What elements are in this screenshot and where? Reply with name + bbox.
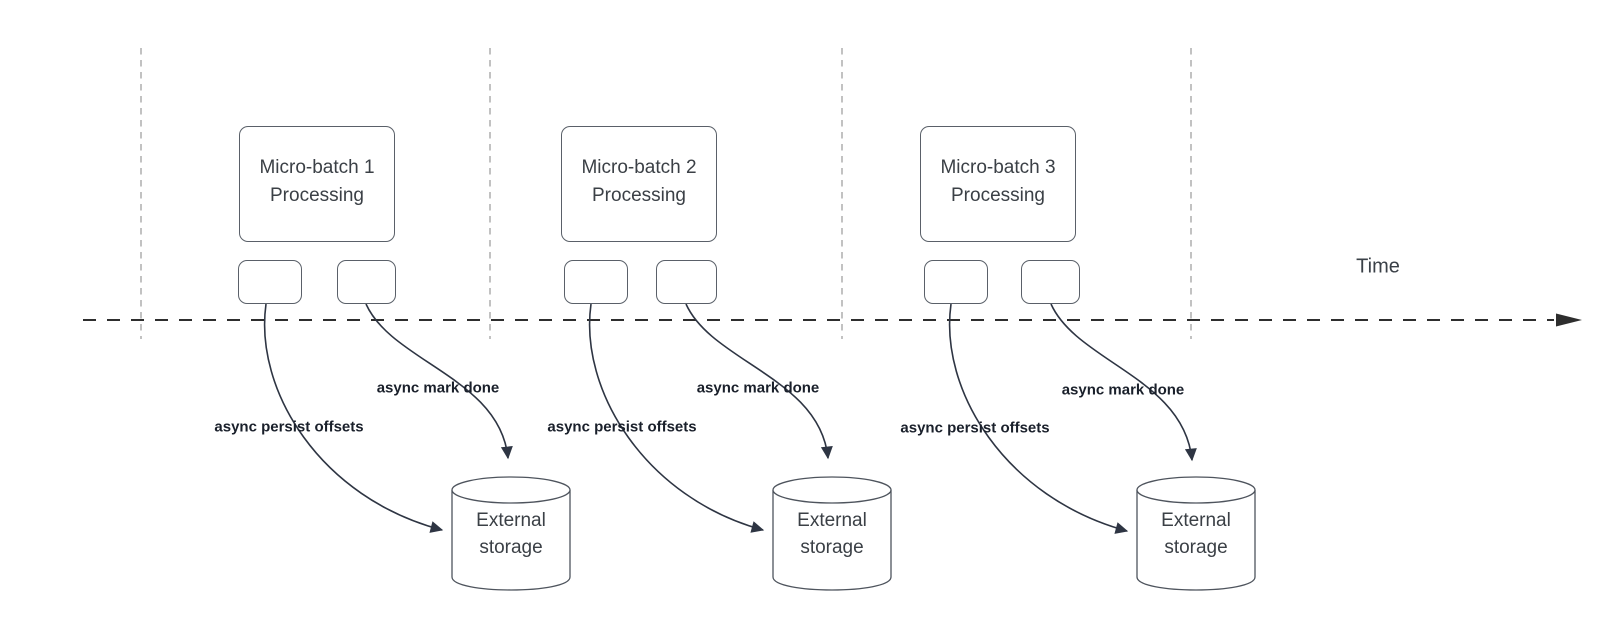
persist-offsets-arrow-2 (588, 303, 765, 533)
external-storage-3-line2: storage (1164, 537, 1228, 558)
external-storage-label-1: External storage (441, 507, 581, 561)
time-axis-arrowhead-icon (1556, 313, 1582, 327)
persist-offsets-arrow-3 (948, 303, 1129, 534)
micro-batch-1-title-line2: Processing (270, 185, 364, 206)
micro-batch-1-done-task-box (337, 260, 396, 304)
micro-batch-3-title-line2: Processing (951, 185, 1045, 206)
external-storage-2-line1: External (797, 510, 867, 531)
micro-batch-2-processing-box: Micro-batch 2 Processing (561, 126, 717, 242)
async-flow-arrows (263, 303, 1197, 534)
mark-done-arrow-3 (1050, 303, 1197, 462)
micro-batch-3-done-task-box (1021, 260, 1080, 304)
micro-batch-2-title-line2: Processing (592, 185, 686, 206)
storage-cylinder-body-2 (772, 490, 892, 591)
micro-batch-2-done-task-box (656, 260, 717, 304)
external-storage-2-line2: storage (800, 537, 864, 558)
micro-batch-3-processing-box: Micro-batch 3 Processing (920, 126, 1076, 242)
micro-batch-3-title-line1: Micro-batch 3 (940, 157, 1056, 178)
micro-batch-2-title-line1: Micro-batch 2 (581, 157, 697, 178)
time-axis (83, 313, 1582, 327)
storage-cylinder-body-1 (451, 490, 571, 591)
storage-cylinders (451, 476, 1256, 591)
persist-offsets-arrow-1 (263, 303, 444, 533)
external-storage-3-line1: External (1161, 510, 1231, 531)
mark-done-label-1: async mark done (376, 379, 500, 397)
time-axis-label: Time (1356, 255, 1400, 278)
external-storage-1-line1: External (476, 510, 546, 531)
persist-offsets-label-3: async persist offsets (900, 419, 1050, 437)
storage-cylinder-top-3 (1136, 476, 1256, 504)
batch-window-divider-lines (140, 48, 1192, 339)
micro-batch-1-offset-task-box (238, 260, 302, 304)
storage-cylinder-top-1 (451, 476, 571, 504)
mark-done-label-3: async mark done (1061, 381, 1185, 399)
storage-cylinder-top-2 (772, 476, 892, 504)
external-storage-1-line2: storage (479, 537, 543, 558)
micro-batch-1-title-line1: Micro-batch 1 (259, 157, 375, 178)
mark-done-arrow-2 (685, 303, 833, 460)
micro-batch-3-offset-task-box (924, 260, 988, 304)
persist-offsets-label-1: async persist offsets (214, 418, 364, 436)
external-storage-label-3: External storage (1126, 507, 1266, 561)
micro-batch-2-offset-task-box (564, 260, 628, 304)
micro-batch-1-processing-box: Micro-batch 1 Processing (239, 126, 395, 242)
persist-offsets-label-2: async persist offsets (547, 418, 697, 436)
storage-cylinder-body-3 (1136, 490, 1256, 591)
mark-done-arrow-1 (365, 303, 513, 460)
external-storage-label-2: External storage (762, 507, 902, 561)
mark-done-label-2: async mark done (696, 379, 820, 397)
